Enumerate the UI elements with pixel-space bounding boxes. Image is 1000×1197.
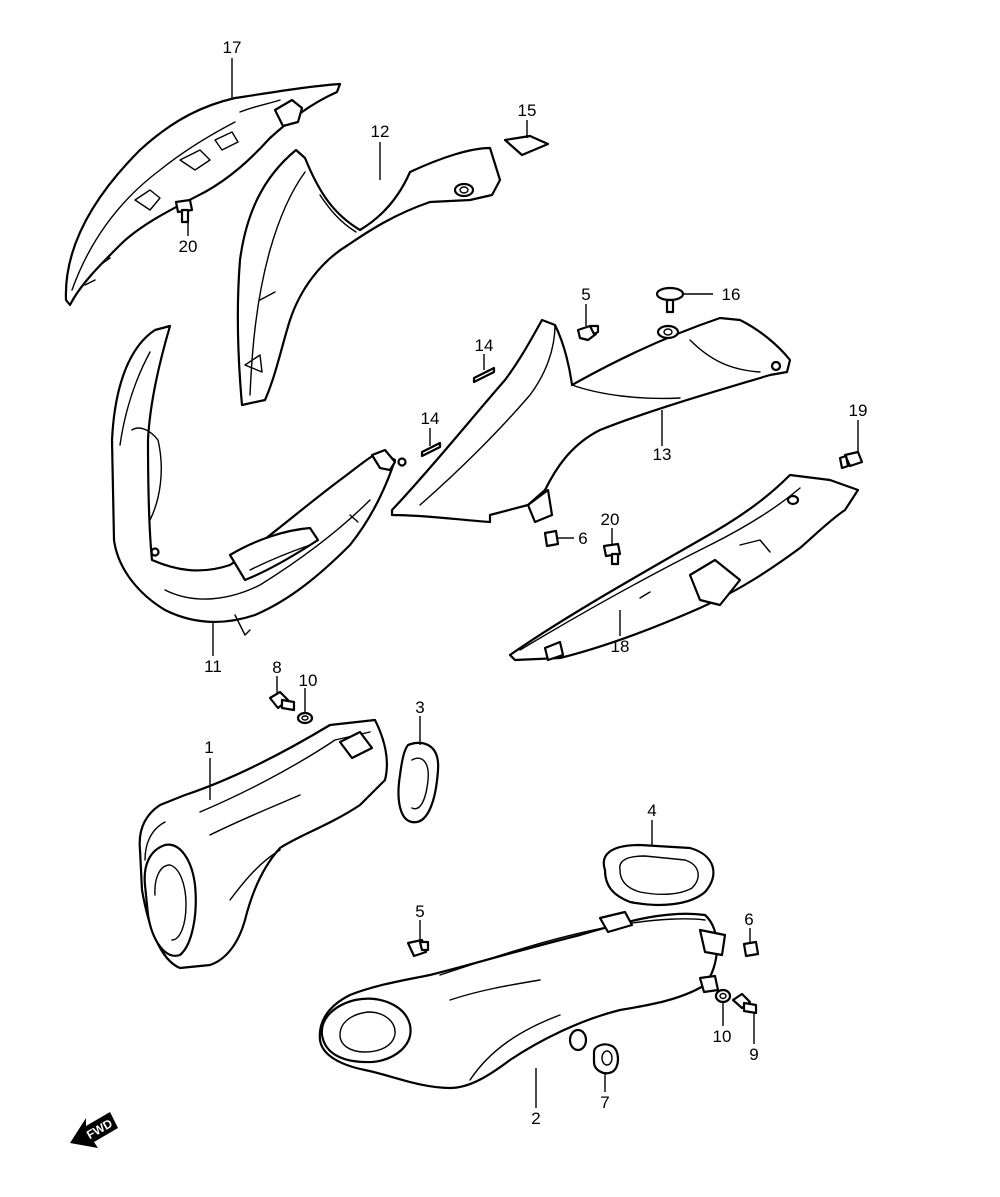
callout-5-upper: 5 [581, 285, 590, 304]
part-5-fastener-lower [406, 938, 430, 958]
callout-14-a: 14 [475, 336, 494, 355]
part-14-decal-b [420, 441, 442, 458]
callout-6-upper: 6 [578, 529, 587, 548]
part-9-bolt [731, 992, 758, 1015]
callout-8: 8 [272, 658, 281, 677]
part-19-screw [838, 450, 864, 470]
callout-12: 12 [371, 122, 390, 141]
part-4-seal-ring [602, 843, 715, 907]
callout-1: 1 [204, 738, 213, 757]
callout-17: 17 [223, 38, 242, 57]
part-11-lower-fairing [110, 324, 407, 636]
part-10-washer-lower [714, 988, 732, 1004]
callout-9: 9 [749, 1045, 758, 1064]
fwd-arrow-icon: FWD [70, 1112, 118, 1148]
callout-labels: 17 12 15 20 5 16 14 14 13 19 20 6 18 11 … [179, 38, 868, 1128]
part-18-under-panel [508, 473, 860, 662]
callout-5-lower: 5 [415, 902, 424, 921]
callout-16: 16 [722, 285, 741, 304]
part-6-clip-lower [742, 940, 760, 958]
part-5-fastener-upper [576, 324, 600, 342]
callout-4: 4 [647, 801, 656, 820]
part-15-decal [503, 134, 550, 157]
part-17-upper-cowl [64, 82, 342, 307]
callout-11: 11 [204, 657, 222, 676]
leader-lines [187, 58, 859, 1108]
callout-6-lower: 6 [744, 910, 753, 929]
callout-13: 13 [653, 445, 672, 464]
callout-15: 15 [518, 101, 537, 120]
part-6-clip-upper [543, 529, 560, 548]
callout-14-b: 14 [421, 409, 440, 428]
callout-7: 7 [600, 1093, 609, 1112]
callout-10-lower: 10 [713, 1027, 732, 1046]
callout-19: 19 [849, 401, 868, 420]
part-16-rivet [655, 286, 685, 314]
callout-18: 18 [611, 637, 630, 656]
part-12-side-cowl [236, 146, 502, 407]
part-14-decal-a [472, 366, 496, 384]
callout-20-upper: 20 [179, 237, 198, 256]
part-7-grommet [592, 1043, 620, 1075]
callout-2: 2 [531, 1109, 540, 1128]
part-20-screw-upper [174, 198, 194, 224]
part-13-side-panel [390, 316, 792, 524]
part-2-intake-duct-right [318, 910, 727, 1090]
part-10-washer-upper [296, 711, 314, 725]
callout-3: 3 [415, 698, 424, 717]
part-20-screw-middle [602, 542, 622, 566]
part-1-intake-duct-left [138, 718, 389, 970]
part-3-seal [397, 741, 440, 824]
callout-10-upper: 10 [299, 671, 318, 690]
callout-20-middle: 20 [601, 510, 620, 529]
part-8-bolt [268, 690, 296, 712]
